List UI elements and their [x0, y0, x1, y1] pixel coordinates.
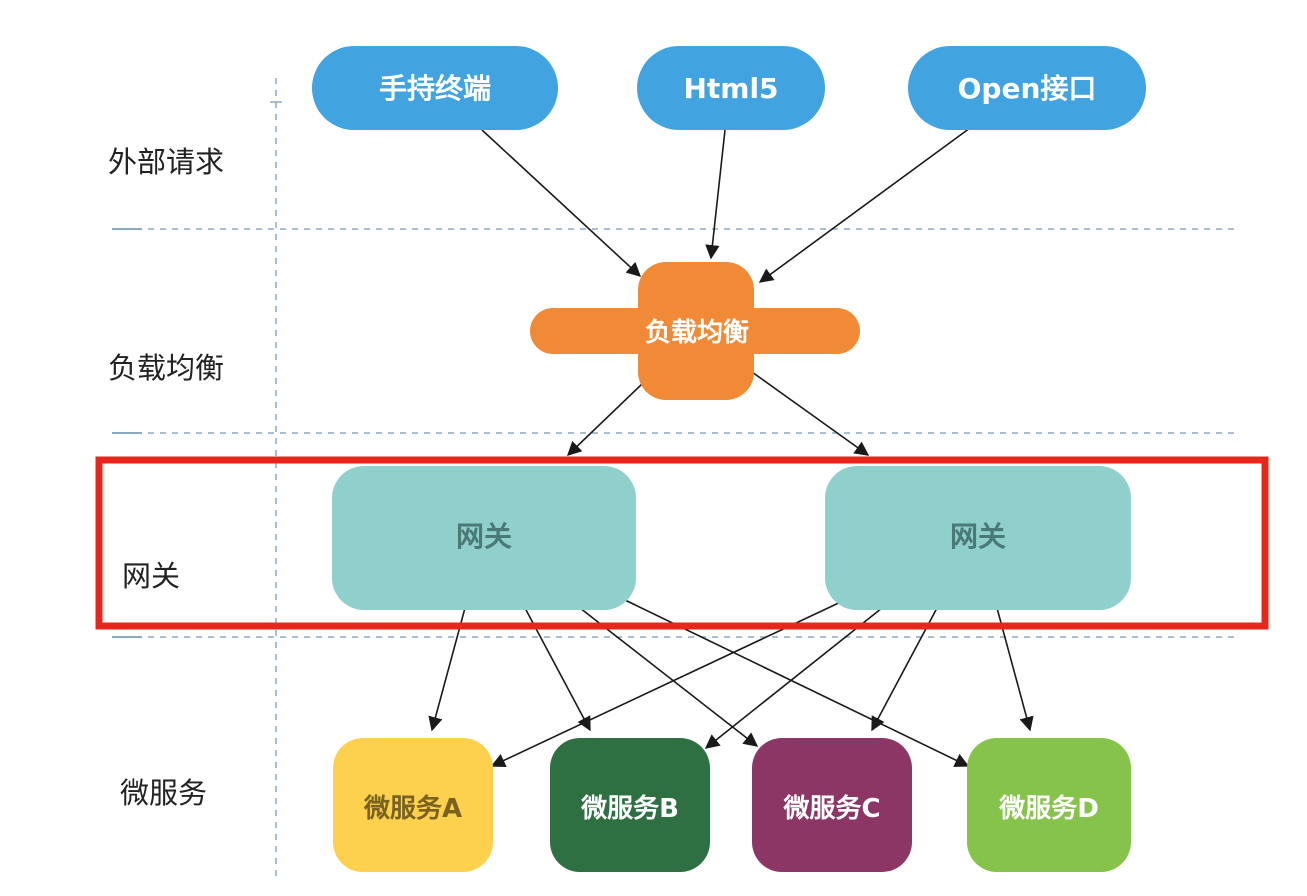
- layer-label-load-balance: 负载均衡: [108, 351, 224, 385]
- microservice-node-b: 微服务B: [550, 738, 710, 872]
- svg-text:网关: 网关: [950, 520, 1006, 553]
- svg-text:微服务A: 微服务A: [363, 793, 462, 824]
- arrow-lb-to-gateway-2: [751, 371, 870, 456]
- lb-arrows: [566, 371, 870, 456]
- layer-label-microservice: 微服务: [120, 776, 207, 810]
- load-balancer-node: 负载均衡: [530, 262, 860, 400]
- arrow-lb-to-gateway-1: [566, 383, 643, 456]
- gateway-highlight-box: [95, 456, 1269, 630]
- layer-label-external: 外部请求: [108, 145, 224, 179]
- gateway-node-1: 网关: [332, 466, 636, 610]
- layer-dividers: [112, 228, 1240, 638]
- client-node-open-api: Open接口: [908, 46, 1146, 130]
- svg-text:Open接口: Open接口: [958, 72, 1097, 105]
- client-node-handheld: 手持终端: [312, 46, 558, 130]
- microservice-node-a: 微服务A: [333, 738, 493, 872]
- arrow-handheld-to-lb: [481, 129, 642, 277]
- arrow-gw1-to-c: [579, 607, 759, 747]
- arrow-open-to-lb: [758, 127, 971, 283]
- client-node-html5: Html5: [637, 46, 825, 130]
- microservice-node-d: 微服务D: [967, 738, 1131, 872]
- svg-text:微服务B: 微服务B: [580, 793, 679, 824]
- arrow-html5-to-lb: [705, 129, 726, 260]
- arrow-gw2-to-b: [704, 607, 883, 749]
- microservice-node-c: 微服务C: [752, 738, 912, 872]
- svg-text:网关: 网关: [456, 520, 512, 553]
- svg-text:Html5: Html5: [683, 72, 778, 105]
- svg-text:微服务C: 微服务C: [782, 793, 880, 824]
- gateway-node-2: 网关: [825, 466, 1131, 610]
- svg-text:手持终端: 手持终端: [379, 72, 491, 105]
- client-arrows: [481, 127, 971, 283]
- svg-text:负载均衡: 负载均衡: [645, 317, 749, 348]
- svg-text:微服务D: 微服务D: [998, 793, 1099, 824]
- layer-label-gateway: 网关: [122, 559, 180, 593]
